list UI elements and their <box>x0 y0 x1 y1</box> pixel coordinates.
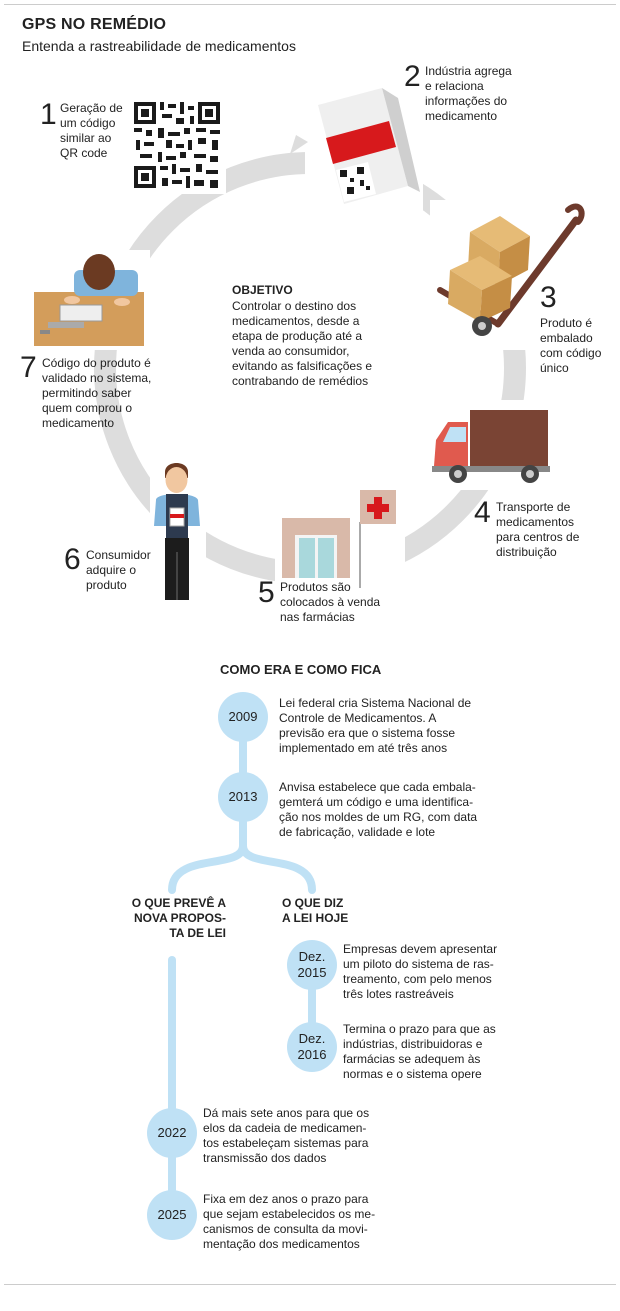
medicine-box-icon <box>318 88 420 204</box>
timeline-node-dez-2016: Dez.2016 <box>287 1022 337 1072</box>
page-subtitle: Entenda a rastreabilidade de medicamento… <box>22 38 296 54</box>
step-4-number: 4 <box>474 496 491 529</box>
timeline-title: COMO ERA E COMO FICA <box>220 662 382 677</box>
step-1-number: 1 <box>40 98 57 131</box>
timeline-node-2009: 2009 <box>218 692 268 742</box>
step-6-number: 6 <box>64 543 81 576</box>
objective-title: OBJETIVO <box>232 283 293 297</box>
step-5-number: 5 <box>258 576 275 609</box>
truck-icon <box>432 410 550 483</box>
pharmacy-icon <box>282 490 396 588</box>
timeline-text-2013: Anvisa estabelece que cada embala-gemter… <box>279 780 478 839</box>
page-title: GPS NO REMÉDIO <box>22 16 167 33</box>
step-3-number: 3 <box>540 281 557 314</box>
timeline-connectors <box>168 736 316 1194</box>
top-rule <box>4 4 616 5</box>
step-2-number: 2 <box>404 60 421 93</box>
consumer-icon <box>154 463 200 600</box>
timeline-node-2025: 2025 <box>147 1190 197 1240</box>
step-7-number: 7 <box>20 351 37 384</box>
timeline-node-2013: 2013 <box>218 772 268 822</box>
qr-code-icon <box>134 102 220 188</box>
desk-worker-icon <box>34 254 144 346</box>
timeline-node-2022: 2022 <box>147 1108 197 1158</box>
hand-truck-icon <box>437 203 585 336</box>
timeline-node-dez-2015: Dez.2015 <box>287 940 337 990</box>
bottom-rule <box>4 1284 616 1285</box>
